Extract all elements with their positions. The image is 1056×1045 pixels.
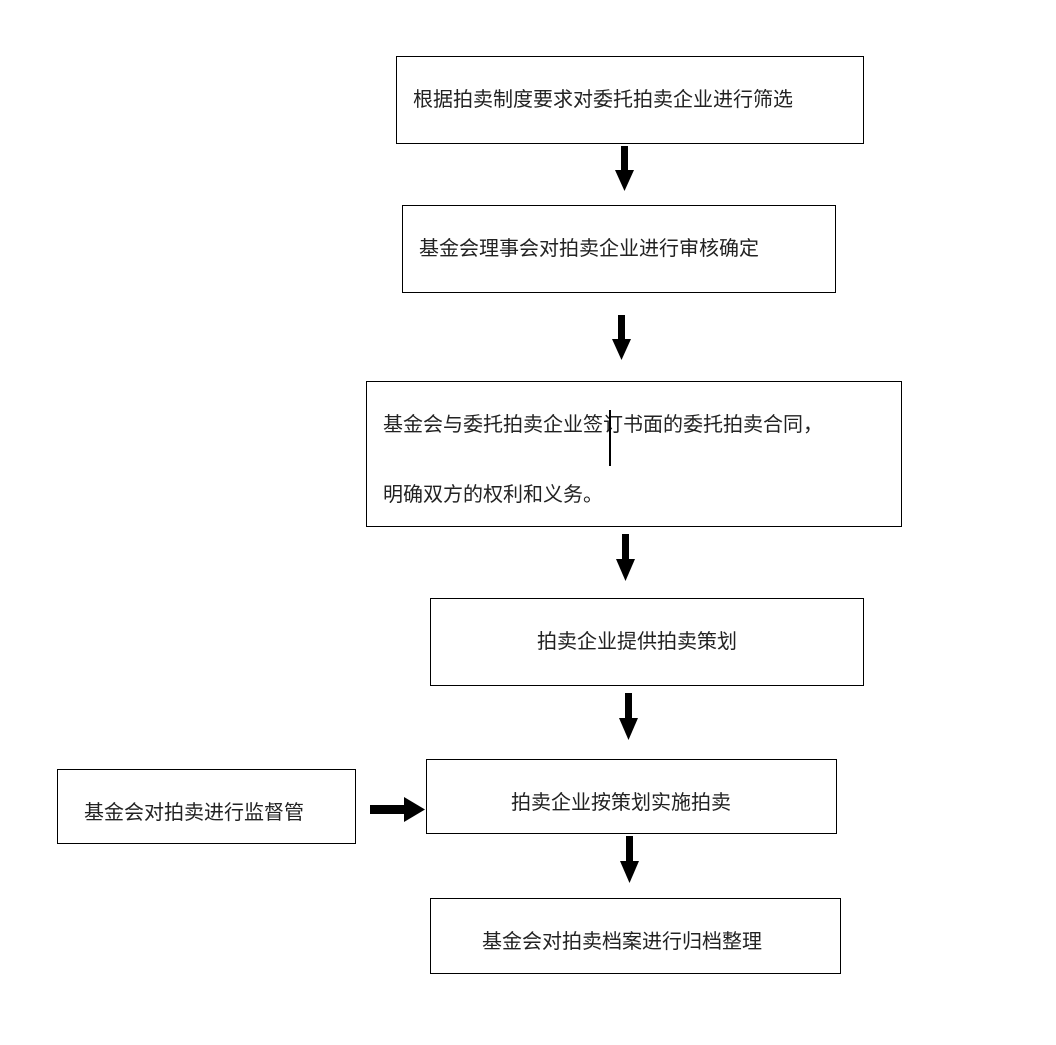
step-4-text: 拍卖企业提供拍卖策划 bbox=[537, 629, 737, 653]
supervision-text: 基金会对拍卖进行监督管 bbox=[84, 800, 304, 824]
arrow-step3-to-step4 bbox=[616, 534, 635, 581]
step-3-text-line-1: 基金会与委托拍卖企业签订书面的委托拍卖合同， bbox=[383, 412, 823, 436]
arrow-supervision-to-step5 bbox=[370, 797, 425, 822]
arrow-step1-to-step2 bbox=[615, 146, 634, 191]
step-6-text: 基金会对拍卖档案进行归档整理 bbox=[482, 929, 762, 953]
arrow-step2-to-step3 bbox=[612, 315, 631, 360]
step-4-box: 拍卖企业提供拍卖策划 bbox=[430, 598, 864, 686]
step-2-text: 基金会理事会对拍卖企业进行审核确定 bbox=[419, 236, 759, 260]
step-5-text: 拍卖企业按策划实施拍卖 bbox=[511, 790, 731, 814]
text-cursor bbox=[609, 410, 611, 466]
arrow-step5-to-step6 bbox=[620, 836, 639, 883]
arrow-step4-to-step5 bbox=[619, 693, 638, 740]
step-1-text: 根据拍卖制度要求对委托拍卖企业进行筛选 bbox=[413, 87, 793, 111]
step-6-box: 基金会对拍卖档案进行归档整理 bbox=[430, 898, 841, 974]
step-3-box: 基金会与委托拍卖企业签订书面的委托拍卖合同， 明确双方的权利和义务。 bbox=[366, 381, 902, 527]
step-5-box: 拍卖企业按策划实施拍卖 bbox=[426, 759, 837, 834]
step-1-box: 根据拍卖制度要求对委托拍卖企业进行筛选 bbox=[396, 56, 864, 144]
step-2-box: 基金会理事会对拍卖企业进行审核确定 bbox=[402, 205, 836, 293]
supervision-box: 基金会对拍卖进行监督管 bbox=[57, 769, 356, 844]
step-3-text-line-2: 明确双方的权利和义务。 bbox=[383, 482, 603, 506]
